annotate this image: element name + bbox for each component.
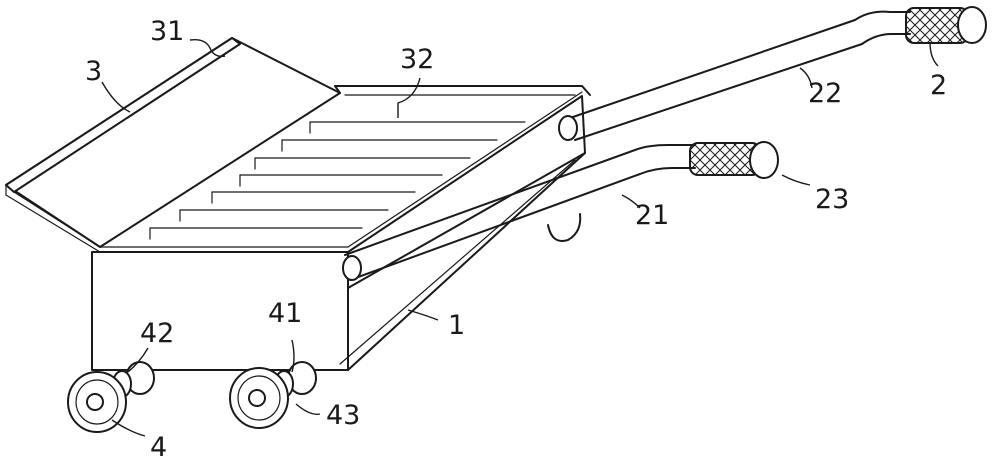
label-41: 41 <box>268 298 302 329</box>
label-1: 1 <box>448 310 465 341</box>
label-31: 31 <box>150 16 184 47</box>
leader-lines <box>101 38 939 437</box>
label-21: 21 <box>635 200 669 231</box>
label-42: 42 <box>140 318 174 349</box>
label-32: 32 <box>400 44 434 75</box>
label-2: 2 <box>930 70 947 101</box>
tray-lid <box>5 37 341 253</box>
handle-assembly <box>342 6 987 281</box>
label-22: 22 <box>808 78 842 109</box>
label-23: 23 <box>815 184 849 215</box>
reference-labels: 31 3 32 22 2 21 23 1 42 41 43 4 <box>85 16 947 463</box>
wheels <box>67 213 582 433</box>
label-3: 3 <box>85 56 102 87</box>
cart-body <box>91 85 591 371</box>
tray-dividers <box>149 121 526 240</box>
label-43: 43 <box>326 400 360 431</box>
label-4: 4 <box>150 432 167 463</box>
